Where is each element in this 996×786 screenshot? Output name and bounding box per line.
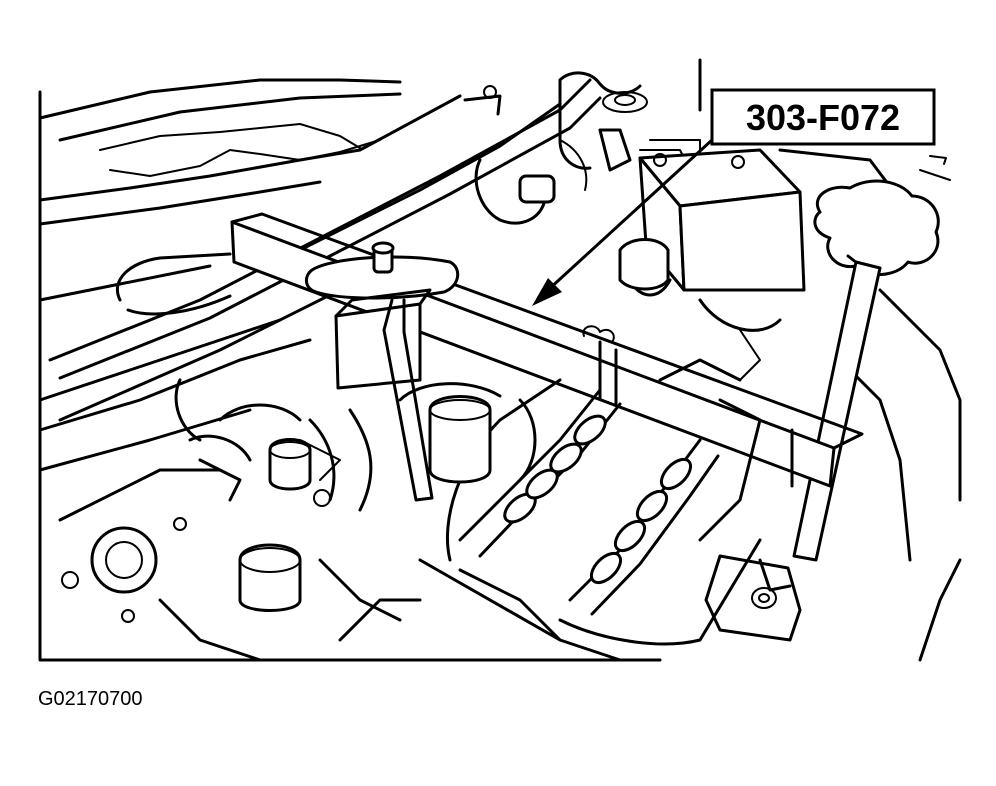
camshaft-left <box>458 388 622 558</box>
cylinder-head <box>418 378 762 662</box>
fender-lines <box>38 78 462 472</box>
tool-label-text: 303-F072 <box>746 97 900 138</box>
right-bodywork <box>778 148 962 662</box>
label-arrow <box>532 138 714 306</box>
lower-left-parts <box>58 378 422 662</box>
hose-loop <box>116 252 232 316</box>
plug-tower <box>398 382 502 484</box>
tool-label: 303-F072 <box>710 88 936 146</box>
dipstick-tool <box>704 179 940 642</box>
center-hoses <box>299 238 782 512</box>
battery-box <box>638 148 806 292</box>
frame-edges <box>38 90 662 662</box>
strut-rails <box>48 78 602 422</box>
camshaft-right <box>568 438 720 616</box>
reservoir-cluster <box>474 58 702 225</box>
tool-bar <box>230 212 864 502</box>
figure-id: G02170700 <box>38 688 143 710</box>
